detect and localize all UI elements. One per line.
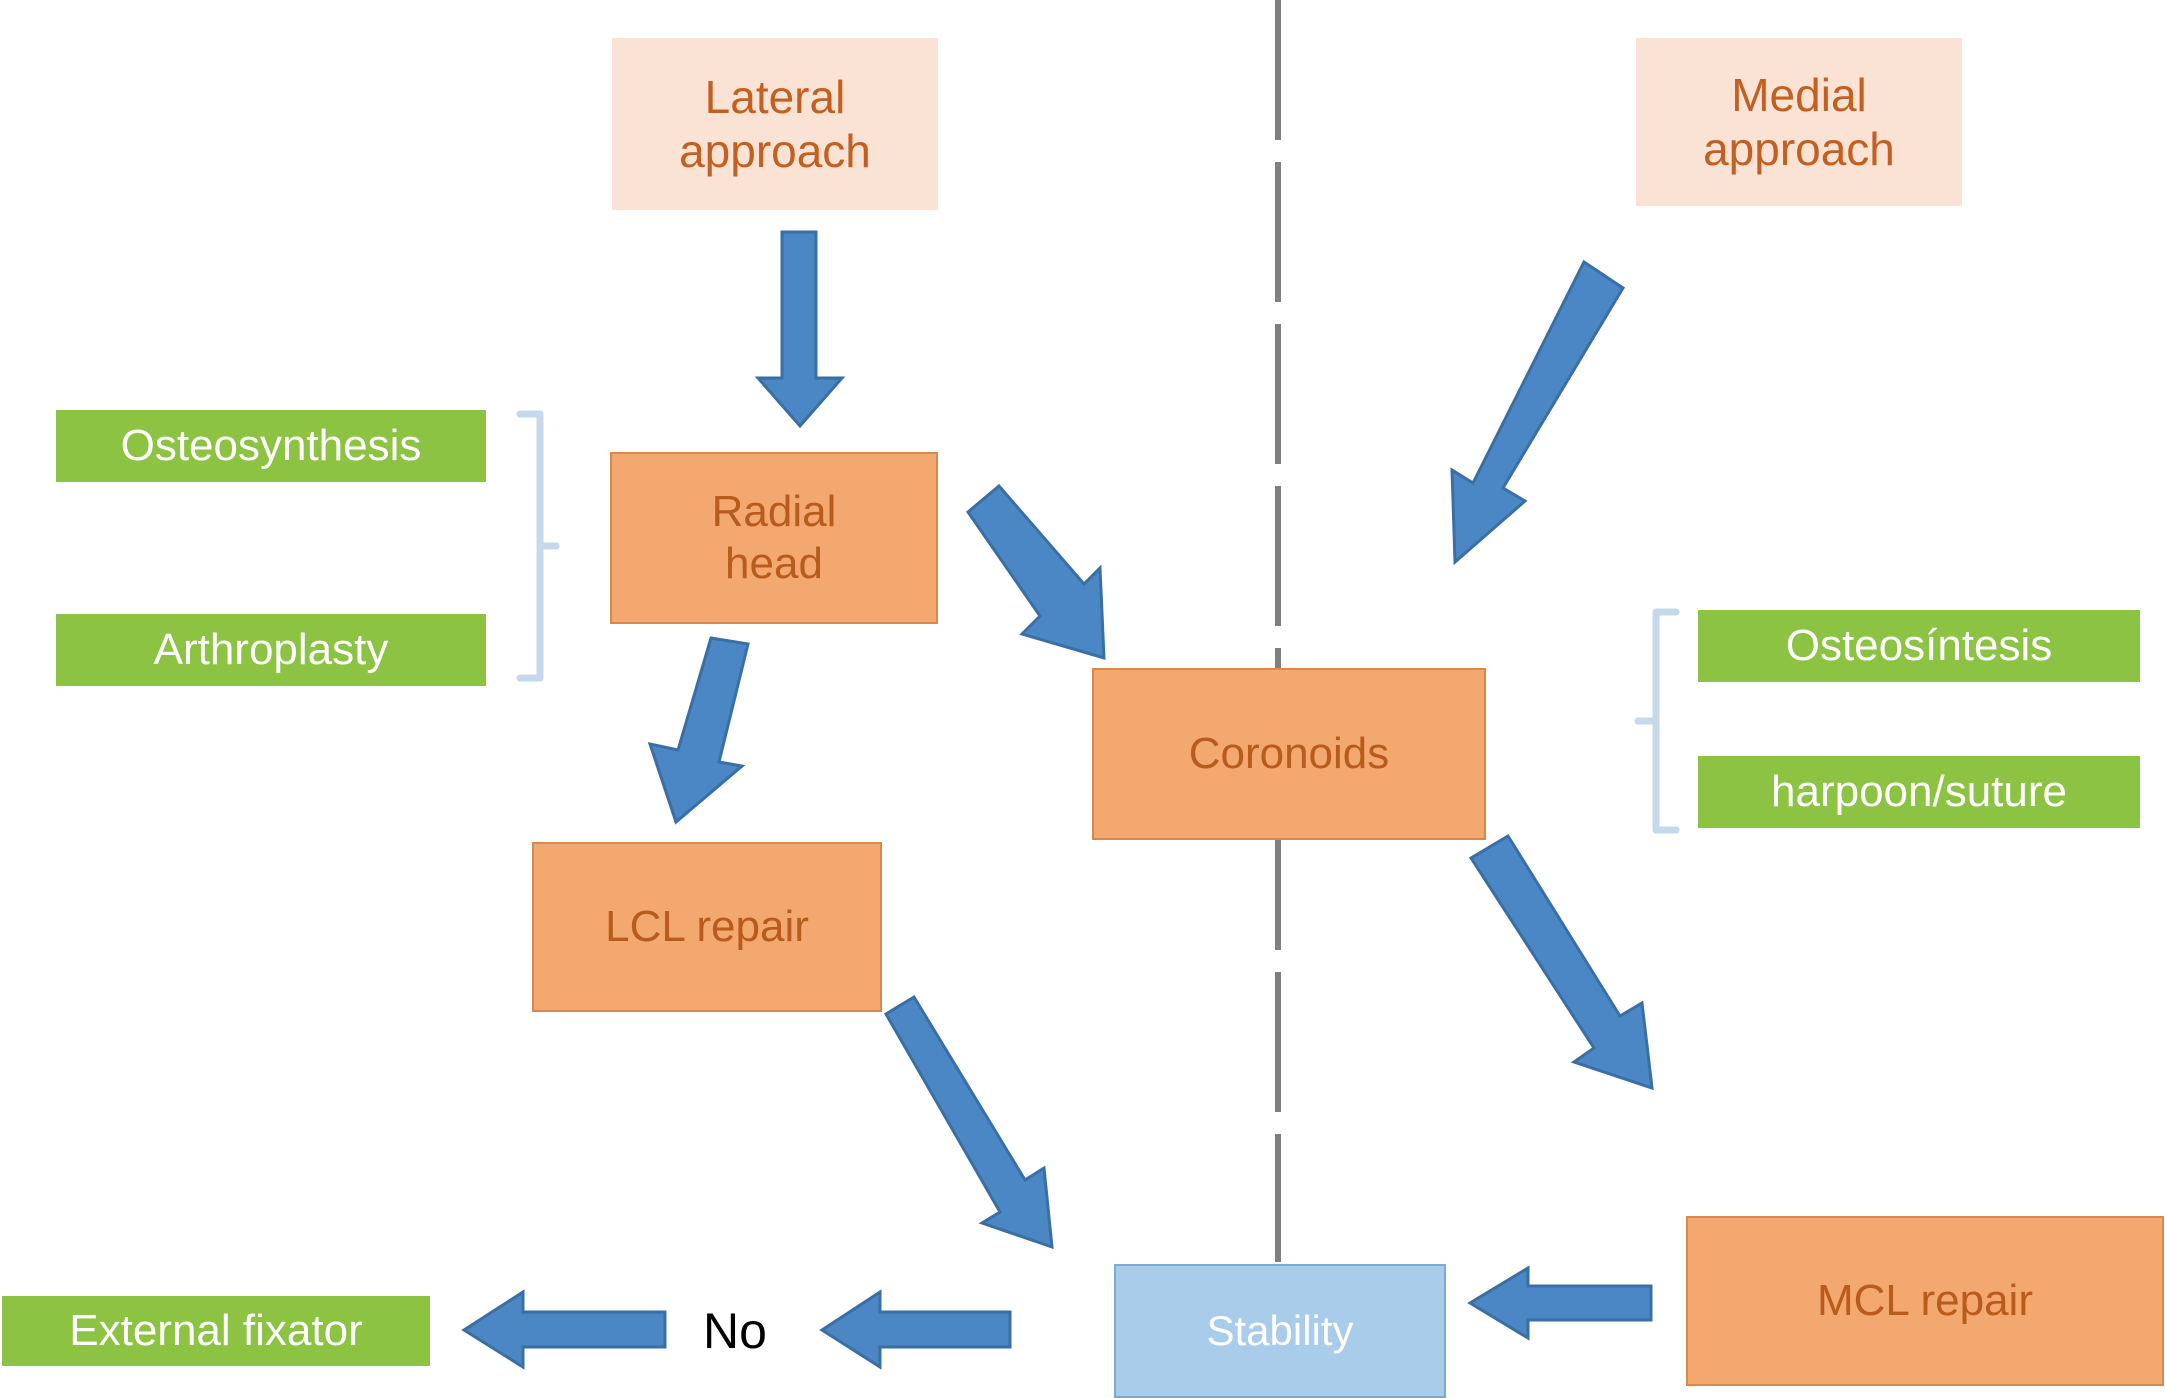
node-external-fixator-label: External fixator — [69, 1306, 363, 1356]
node-radial-head-label: Radial head — [711, 487, 837, 588]
node-arthroplasty-label: Arthroplasty — [153, 625, 389, 675]
node-coronoids[interactable]: Coronoids — [1092, 668, 1486, 840]
arrow-radial-head-to-coronoids — [965, 483, 1106, 661]
node-osteosynthesis-left-label: Osteosynthesis — [120, 421, 422, 471]
label-no-text: No — [703, 1302, 767, 1359]
coronoid-options-bracket — [1634, 608, 1680, 834]
label-no: No — [690, 1300, 780, 1362]
node-osteosynthesis-left[interactable]: Osteosynthesis — [56, 410, 486, 482]
arrow-mcl-repair-to-stability — [1467, 1265, 1653, 1341]
node-stability-label: Stability — [1206, 1307, 1354, 1355]
arrow-lateral-to-radial-head — [754, 230, 846, 429]
node-mcl-repair-label: MCL repair — [1817, 1276, 2033, 1326]
node-lateral-approach[interactable]: Lateral approach — [612, 38, 938, 210]
node-osteosintesis-right-label: Osteosíntesis — [1785, 621, 2053, 671]
node-lcl-repair[interactable]: LCL repair — [532, 842, 882, 1012]
arrow-radial-head-to-lcl-repair — [647, 636, 750, 825]
node-mcl-repair[interactable]: MCL repair — [1686, 1216, 2164, 1386]
node-lcl-repair-label: LCL repair — [605, 902, 809, 952]
arrow-lcl-repair-to-stability — [883, 994, 1054, 1250]
node-lateral-approach-label: Lateral approach — [679, 70, 871, 177]
node-osteosintesis-right[interactable]: Osteosíntesis — [1698, 610, 2140, 682]
arrow-medial-to-coronoids — [1450, 259, 1626, 566]
arrow-no-to-external-fixator — [461, 1289, 667, 1370]
node-medial-approach-label: Medial approach — [1703, 68, 1895, 175]
node-arthroplasty[interactable]: Arthroplasty — [56, 614, 486, 686]
arrow-stability-to-no — [819, 1289, 1012, 1370]
node-medial-approach[interactable]: Medial approach — [1636, 38, 1962, 206]
node-external-fixator[interactable]: External fixator — [2, 1296, 430, 1366]
node-stability[interactable]: Stability — [1114, 1264, 1446, 1398]
node-harpoon-suture-label: harpoon/suture — [1771, 767, 2067, 817]
node-radial-head[interactable]: Radial head — [610, 452, 938, 624]
radial-head-options-bracket — [516, 410, 560, 682]
node-harpoon-suture[interactable]: harpoon/suture — [1698, 756, 2140, 828]
arrow-coronoids-to-mcl-repair — [1468, 833, 1654, 1091]
node-coronoids-label: Coronoids — [1188, 729, 1390, 779]
